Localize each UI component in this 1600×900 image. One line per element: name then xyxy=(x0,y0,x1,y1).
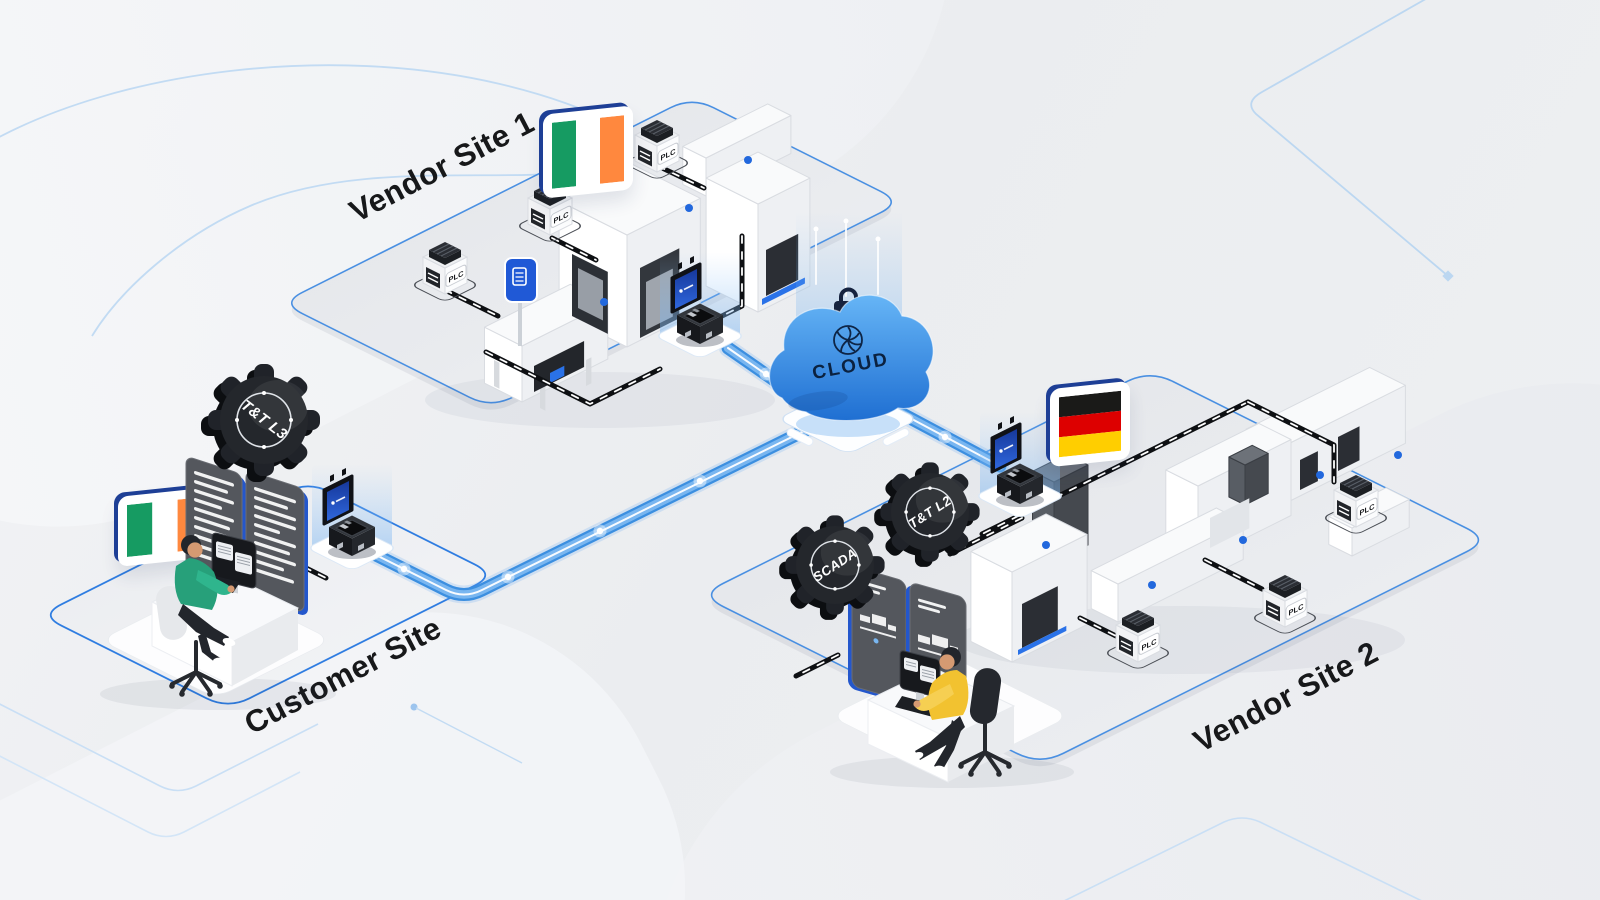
plc-cube: PLC xyxy=(1114,610,1162,663)
vendor-site-2-machines xyxy=(970,366,1410,663)
plc-cube: PLC xyxy=(1261,575,1309,628)
machine-part xyxy=(534,341,585,392)
edge-kit-case xyxy=(990,416,1043,504)
beam-streaks xyxy=(815,223,879,297)
machine-accent-dot xyxy=(1239,536,1247,544)
plc-unit: PLC xyxy=(400,224,490,319)
machine-accent-dot xyxy=(600,298,608,306)
edge-kit-case xyxy=(670,256,723,344)
machine-part xyxy=(970,513,1088,573)
chair-back xyxy=(969,668,1002,724)
flag-stripe xyxy=(600,115,624,184)
machine-part xyxy=(550,365,565,383)
plc-cube: PLC xyxy=(633,120,681,173)
machine-part xyxy=(1338,426,1360,471)
machine-part xyxy=(578,268,603,321)
flag-stripe xyxy=(127,502,153,557)
gear-scada: SCADA xyxy=(779,515,885,620)
operator-vendor2 xyxy=(910,647,969,773)
flag-stripe xyxy=(152,499,178,555)
machine-part xyxy=(1090,507,1244,585)
plc-unit: PLC xyxy=(1093,592,1183,687)
plc-badge: PLC xyxy=(1138,632,1160,655)
machine-part xyxy=(1022,586,1058,648)
flag-ireland-vendor-site-1 xyxy=(543,105,633,199)
customer-workstation-scene xyxy=(100,457,336,710)
plc-cube: PLC xyxy=(526,183,574,236)
machine-part xyxy=(705,151,811,205)
machine-accent-dot xyxy=(1148,581,1156,589)
machine-part xyxy=(494,360,500,389)
gear-ttl2: T&T L2 xyxy=(874,462,980,567)
plc-badge: PLC xyxy=(657,142,679,165)
machine-part xyxy=(540,382,546,411)
plc-badge: PLC xyxy=(550,205,572,228)
flag-stripe xyxy=(1059,390,1121,418)
plc-unit: PLC xyxy=(1311,457,1401,552)
machine-part xyxy=(762,277,805,305)
plc-unit: PLC xyxy=(505,165,595,260)
machine-part xyxy=(1300,451,1318,490)
machine-accent-dot xyxy=(1394,451,1402,459)
flag-stripe xyxy=(552,120,576,189)
pipe-cloud-to-customer xyxy=(359,421,815,604)
machine-part xyxy=(1228,444,1269,466)
plc-badge: PLC xyxy=(1356,497,1378,520)
operator-face xyxy=(939,654,955,670)
operator-face xyxy=(187,542,203,558)
operator-customer xyxy=(174,535,236,665)
plc-unit: PLC xyxy=(612,102,702,197)
machine-part xyxy=(682,103,792,159)
machine-part xyxy=(586,357,592,386)
flag-stripe xyxy=(1059,430,1121,458)
flag-germany-vendor-site-2 xyxy=(1050,380,1130,468)
hmi-blue-panel xyxy=(504,257,538,346)
shutter-logo-icon xyxy=(833,325,863,355)
edge-case-customer xyxy=(292,464,412,579)
plc-cube: PLC xyxy=(421,242,469,295)
machine-part xyxy=(1210,498,1250,548)
vendor2-workstation-scene xyxy=(830,567,1074,788)
gear-ttl3: T&T L3 xyxy=(201,364,320,482)
plc-badge: PLC xyxy=(445,264,467,287)
machine-part xyxy=(1018,625,1067,655)
flag-stripe xyxy=(576,117,600,187)
cloud-shape xyxy=(769,294,934,422)
plc-unit: PLC xyxy=(1240,557,1330,652)
plc-cube: PLC xyxy=(1332,475,1380,528)
machine-accent-dot xyxy=(1042,541,1050,549)
edge-case-vendor1 xyxy=(640,252,760,367)
data-packet-dots xyxy=(397,367,952,584)
machine-accent-dot xyxy=(1316,471,1324,479)
edge-case-vendor2 xyxy=(960,412,1080,527)
machine-accent-dot xyxy=(685,204,693,212)
cloud-hub xyxy=(769,212,934,452)
flag-stripe xyxy=(1059,410,1121,438)
machine-part xyxy=(766,233,799,296)
chair-base xyxy=(959,722,1011,774)
desk-monitor xyxy=(899,650,941,702)
operator-torso xyxy=(174,558,218,610)
chair-base xyxy=(170,640,222,694)
edge-kit-case xyxy=(322,468,375,556)
machine-accent-dot xyxy=(744,156,752,164)
plc-badge: PLC xyxy=(1285,597,1307,620)
